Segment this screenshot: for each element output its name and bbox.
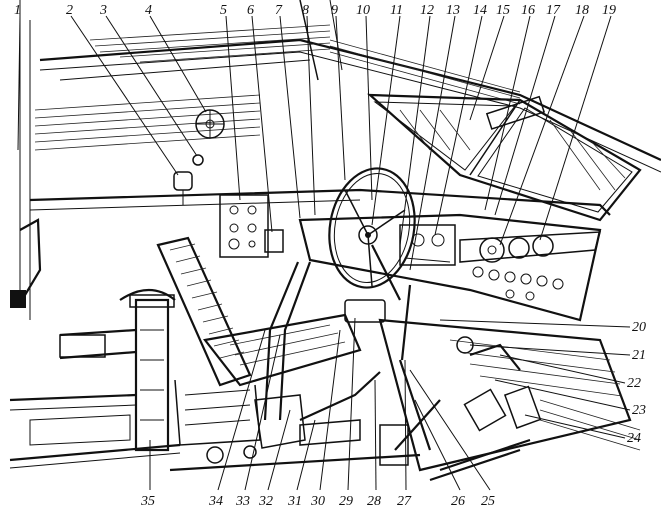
hand-wheel <box>195 109 225 139</box>
callout-18: 18 <box>575 3 589 18</box>
callout-34: 34 <box>208 494 223 509</box>
cab-lamps <box>173 154 204 205</box>
left-side-wall <box>10 0 611 320</box>
callout-27: 27 <box>397 494 412 509</box>
callout-31: 31 <box>287 494 302 509</box>
callout-29: 29 <box>339 494 353 509</box>
callout-17: 17 <box>546 3 561 18</box>
callout-13: 13 <box>446 3 460 18</box>
steering-wheel <box>328 167 416 301</box>
callout-1: 1 <box>14 3 21 18</box>
callout-12: 12 <box>420 3 434 18</box>
floor-rails <box>9 393 181 469</box>
callout-25: 25 <box>481 494 495 509</box>
callouts-top: 1 2 3 4 5 6 7 8 9 10 11 12 13 14 15 16 1… <box>14 3 616 18</box>
callout-11: 11 <box>390 3 403 18</box>
callout-21: 21 <box>632 348 646 363</box>
callout-6: 6 <box>247 3 254 18</box>
control-levers <box>263 261 441 466</box>
callout-22: 22 <box>627 376 641 391</box>
callout-19: 19 <box>602 3 616 18</box>
callout-5: 5 <box>220 3 227 18</box>
floor-pedals <box>378 318 641 482</box>
callouts-right: 20 21 22 23 24 <box>627 320 646 446</box>
callout-10: 10 <box>356 3 370 18</box>
leader-lines-top <box>17 15 612 271</box>
hydraulic-cylinder <box>59 288 176 452</box>
lower-linkage <box>169 394 421 472</box>
callout-4: 4 <box>145 3 152 18</box>
callouts-bottom: 35 34 33 32 31 30 29 28 27 26 25 <box>140 494 495 509</box>
callout-20: 20 <box>632 320 646 335</box>
callout-8: 8 <box>302 3 309 18</box>
callout-7: 7 <box>275 3 283 18</box>
callout-9: 9 <box>331 3 338 18</box>
callout-16: 16 <box>521 3 535 18</box>
leader-lines-side <box>149 317 631 491</box>
roof-frame <box>39 0 661 173</box>
callout-35: 35 <box>140 494 155 509</box>
callout-23: 23 <box>632 403 646 418</box>
callout-2: 2 <box>66 3 73 18</box>
callout-15: 15 <box>496 3 510 18</box>
callout-32: 32 <box>258 494 273 509</box>
callout-28: 28 <box>367 494 381 509</box>
callout-3: 3 <box>99 3 107 18</box>
instrument-panel <box>219 194 602 322</box>
callout-30: 30 <box>310 494 325 509</box>
callout-33: 33 <box>235 494 250 509</box>
windshield <box>366 93 642 222</box>
callout-14: 14 <box>473 3 487 18</box>
callout-26: 26 <box>451 494 465 509</box>
callout-24: 24 <box>627 431 641 446</box>
